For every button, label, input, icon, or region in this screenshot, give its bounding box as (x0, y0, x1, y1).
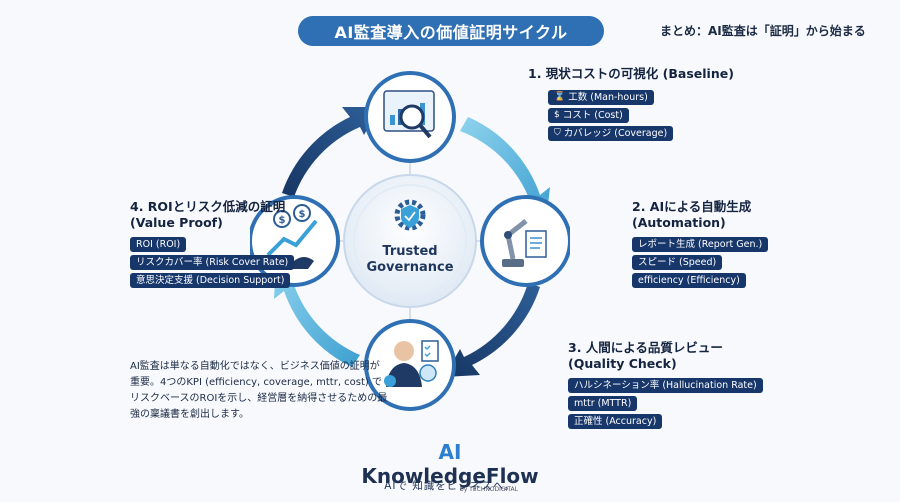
stage-value-subtitle: (Value Proof) (130, 215, 223, 230)
document-icon (525, 230, 547, 258)
stage-baseline: 1. 現状コストの可視化 (Baseline) ⌛工数 (Man-hours) … (528, 66, 734, 141)
stage-quality-subtitle: (Quality Check) (568, 356, 677, 371)
tag-accuracy: 正確性 (Accuracy) (568, 414, 663, 429)
brand-name: KnowledgeFlow (361, 464, 539, 488)
tag-roi: ROI (ROI) (130, 237, 187, 252)
center-label-line2: Governance (366, 260, 453, 275)
baseline-node (364, 71, 456, 163)
reviewer-icon (394, 341, 414, 361)
magnifier-icon (399, 104, 425, 130)
tag-man-hours: ⌛工数 (Man-hours) (548, 90, 654, 105)
stage-quality-title: 3. 人間による品質レビュー (568, 340, 723, 355)
stage-automation-title: 2. AIによる自動生成 (632, 199, 752, 214)
tag-decision-support: 意思決定支援 (Decision Support) (130, 273, 291, 288)
tag-efficiency: efficiency (Efficiency) (632, 273, 746, 288)
tag-risk-cover-rate: リスクカバー率 (Risk Cover Rate) (130, 255, 295, 270)
svg-text:$: $ (279, 215, 286, 226)
brand-by: by TECHNODIGITAL (459, 486, 518, 493)
cycle-diagram: Trusted Governance $ $ (250, 71, 570, 411)
checklist-icon (421, 340, 439, 362)
summary-text: まとめ：AI監査は「証明」から始まる (660, 24, 866, 38)
brand-tagline: AIで 知識をビジネスへ。 (384, 480, 516, 492)
hourglass-icon: ⌛ (554, 92, 566, 102)
quality-node (364, 319, 456, 411)
dollar-coin-icon (273, 210, 291, 228)
brand-ai: AI (438, 440, 462, 464)
automation-node (480, 195, 570, 287)
stage-automation-subtitle: (Automation) (632, 215, 726, 230)
arrow-right-bottom (444, 283, 540, 377)
gear-shield-icon (394, 199, 426, 231)
center-label-line1: Trusted (382, 244, 437, 259)
growth-arrow-icon (266, 219, 318, 257)
robot-arm-icon (505, 234, 516, 260)
tag-report-gen: レポート生成 (Report Gen.) (632, 237, 769, 252)
svg-text:$: $ (299, 209, 306, 220)
brain-icon (419, 364, 437, 382)
stage-baseline-title: 1. 現状コストの可視化 (Baseline) (528, 66, 734, 81)
tag-speed: スピード (Speed) (632, 255, 723, 270)
tag-hallucination-rate: ハルシネーション率 (Hallucination Rate) (568, 378, 763, 393)
shield-icon: ⛉ (554, 128, 561, 138)
page-title: AI監査導入の価値証明サイクル (298, 16, 604, 46)
tag-mttr: mttr (MTTR) (568, 396, 638, 411)
tag-coverage: ⛉カバレッジ (Coverage) (548, 126, 674, 141)
center-circle (343, 174, 477, 308)
stage-automation: 2. AIによる自動生成 (Automation) レポート生成 (Report… (632, 199, 769, 288)
description-text: AI監査は単なる自動化ではなく、ビジネス価値の証明が重要。4つのKPI (eff… (130, 361, 388, 420)
stage-quality: 3. 人間による品質レビュー (Quality Check) ハルシネーション率… (568, 340, 763, 429)
tag-cost: $コスト (Cost) (548, 108, 629, 123)
check-badge-icon (384, 375, 396, 387)
stage-value: 4. ROIとリスク低減の証明 (Value Proof) ROI (ROI) … (130, 199, 295, 288)
brand-logo: AI KnowledgeFlow by TECHNODIGITAL (360, 440, 540, 493)
coin-icon: $ (554, 110, 560, 120)
stage-value-title: 4. ROIとリスク低減の証明 (130, 199, 286, 214)
